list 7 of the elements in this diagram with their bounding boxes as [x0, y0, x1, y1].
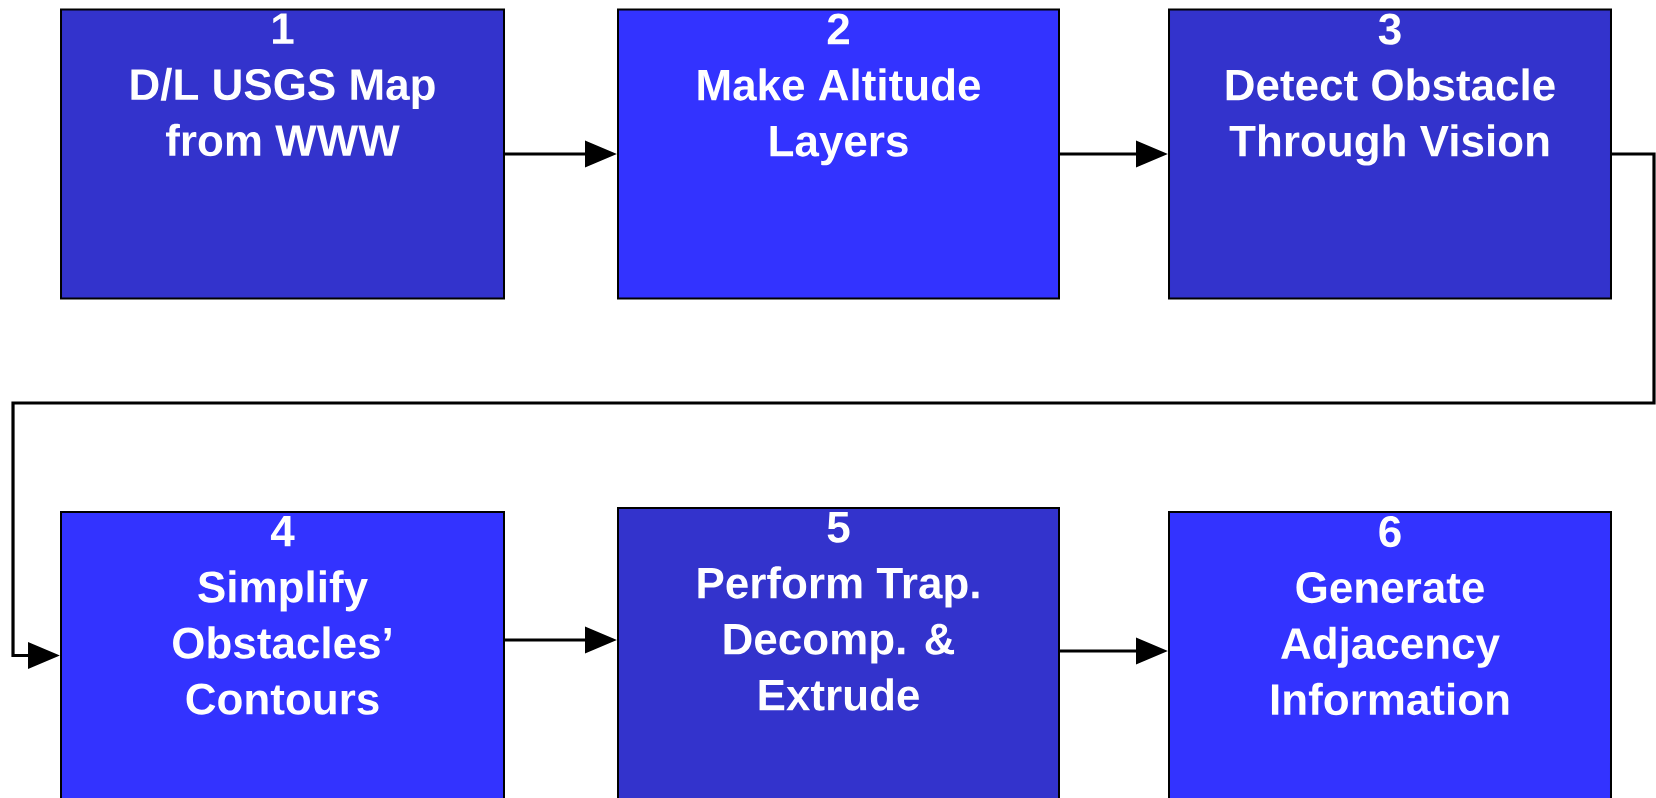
process-box: 6 Generate Adjacency Information	[1168, 511, 1612, 798]
process-box: 5 Perform Trap. Decomp. & Extrude	[617, 507, 1060, 798]
arrow	[11, 152, 1656, 669]
process-box: 4 Simplify Obstacles’ Contours	[60, 511, 505, 798]
process-box: 1 D/L USGS Map from WWW	[60, 8, 505, 300]
process-box: 2 Make Altitude Layers	[617, 8, 1060, 300]
process-box: 3 Detect Obstacle Through Vision	[1168, 8, 1612, 300]
